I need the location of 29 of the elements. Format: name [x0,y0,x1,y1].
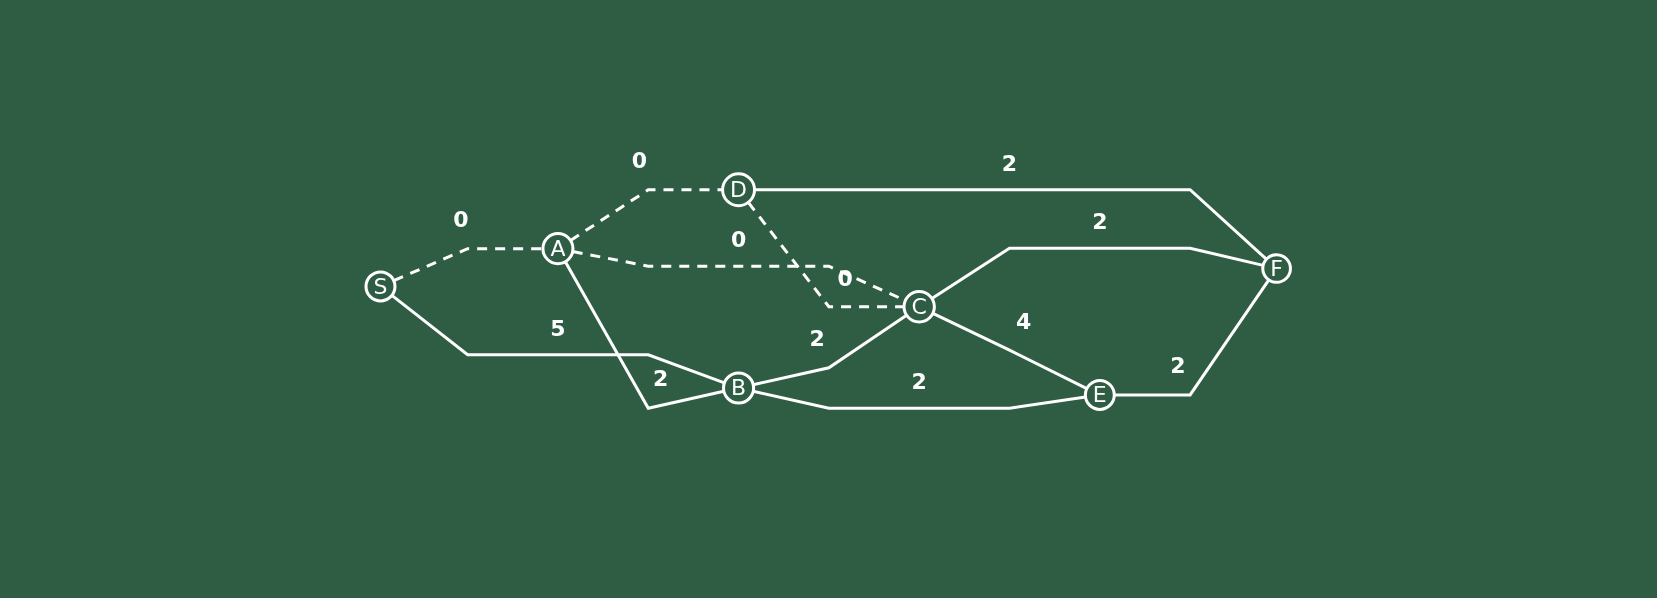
connector [570,188,723,242]
edge-label: 2 [1170,353,1186,379]
edge-label: 5 [550,315,566,341]
connector [931,246,1264,300]
edge-label: 2 [911,369,928,395]
connector [393,247,544,283]
connector [753,389,1086,410]
edge-label: 4 [1016,308,1032,334]
connector [564,261,725,410]
edge-label: 0 [731,227,747,253]
connector [391,294,726,385]
edge-label: 2 [1002,150,1018,176]
node-circle: S [364,270,397,303]
node-circle: A [541,232,575,266]
node-circle: F [1261,253,1293,284]
edge-label: 0 [453,206,469,232]
edge-label: 2 [809,325,826,351]
node-circle: C [902,290,937,324]
edge-label: 0 [632,147,648,173]
node-circle: B [722,371,756,405]
connector [1114,279,1271,397]
edge-label: 2 [1092,209,1108,235]
node-circle: E [1084,379,1117,411]
connector [754,188,1268,261]
connector [932,311,1088,390]
connector [747,201,905,309]
edge-label: 2 [653,366,669,392]
connector [753,314,908,387]
node-circle: D [721,172,757,208]
